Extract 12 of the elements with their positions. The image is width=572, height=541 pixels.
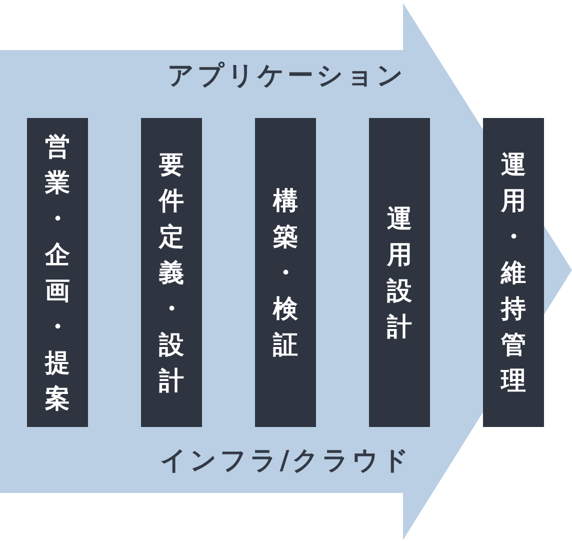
phase-bar (483, 118, 544, 427)
phase-bar (255, 118, 316, 427)
phase-label: 営業・企画・提案 (45, 130, 70, 414)
phase-bar (369, 118, 430, 427)
phase-label: 運用・維持管理 (501, 148, 526, 396)
layer-label: アプリケーション (168, 62, 406, 92)
phase-bar (27, 118, 88, 427)
phase-label: 構築・検証 (273, 184, 298, 360)
phase-label: 運用設計 (387, 202, 412, 342)
phase-bar (141, 118, 202, 427)
phase-label: 要件定義・設計 (159, 148, 184, 396)
layer-label: インフラ/クラウド (160, 447, 412, 477)
